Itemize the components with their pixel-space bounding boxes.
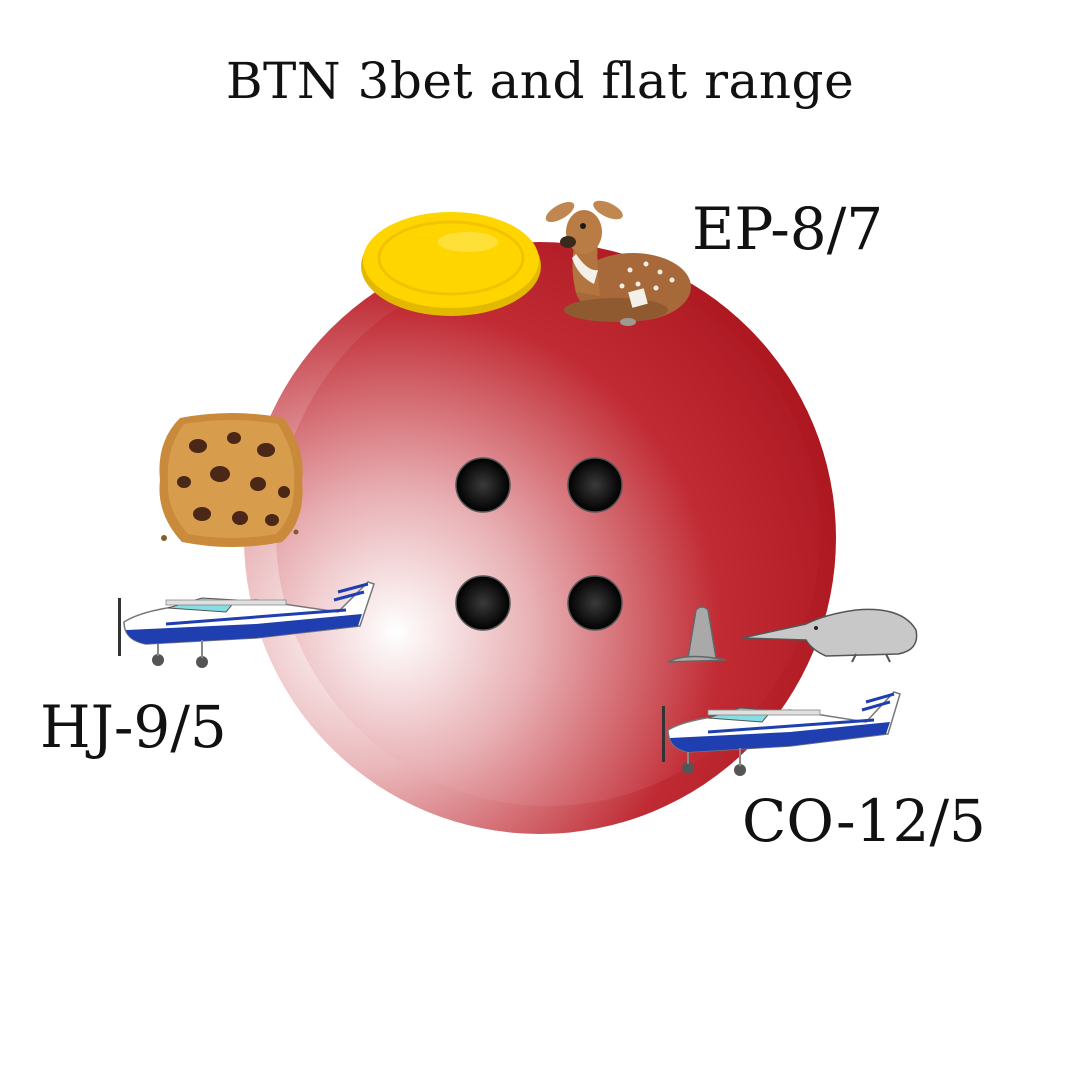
fawn-icon (545, 200, 691, 326)
page-title: BTN 3bet and flat range (225, 52, 855, 110)
cookie-icon (159, 413, 303, 547)
label-hj: HJ-9/5 (40, 693, 227, 761)
red-button-icon (244, 242, 836, 834)
anteater-icon (667, 606, 918, 663)
airplane-icon (118, 581, 375, 668)
label-co: CO-12/5 (742, 787, 986, 855)
label-ep: EP-8/7 (692, 195, 884, 263)
yellow-lid-icon (361, 212, 541, 316)
termite-mound-icon (687, 606, 717, 659)
airplane-icon (662, 691, 901, 776)
